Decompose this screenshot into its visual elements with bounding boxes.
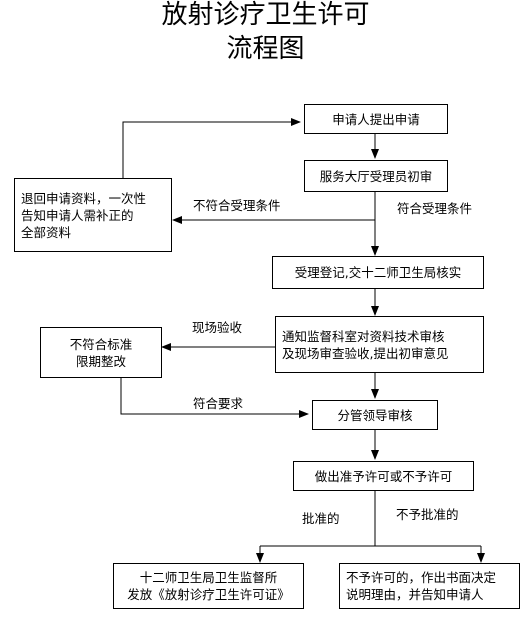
node-register-text: 受理登记,交十二师卫生局核实 [294, 265, 462, 280]
node-rectify-text-2: 限期整改 [75, 353, 126, 369]
node-grant: 十二师卫生局卫生监督所 发放《放射诊疗卫生许可证》 [113, 563, 304, 609]
edge-label-meet: 符合受理条件 [397, 201, 473, 216]
node-deny-text-1: 不予许可的，作出书面决定 [346, 570, 497, 585]
node-notify-text-1: 通知监督科室对资料技术审核 [282, 328, 445, 344]
node-deny-text-2: 说明理由，并告知申请人 [346, 587, 484, 602]
edge-label-onsite: 现场验收 [192, 320, 243, 335]
node-return-text-1: 退回申请资料，一次性 [21, 190, 147, 206]
arrow-return-to-apply [122, 118, 301, 178]
node-rectify-text-1: 不符合标准 [69, 336, 133, 352]
node-return: 退回申请资料，一次性 告知申请人需补正的 全部资料 [14, 178, 172, 252]
edge-label-not-meet: 不符合受理条件 [193, 198, 281, 213]
node-notify-text-2: 及现场审查验收,提出初审意见 [282, 345, 449, 361]
arrow-meet-req [120, 378, 309, 418]
node-decide-text: 做出准予许可或不予许可 [314, 468, 453, 484]
node-return-text-3: 全部资料 [21, 224, 72, 240]
edge-label-meet-req: 符合要求 [193, 396, 244, 411]
title-line-2: 流程图 [226, 34, 305, 64]
node-grant-text-1: 十二师卫生局卫生监督所 [139, 570, 278, 585]
node-deny: 不予许可的，作出书面决定 说明理由，并告知申请人 [339, 563, 520, 609]
node-grant-text-2: 发放《放射诊疗卫生许可证》 [127, 587, 290, 602]
node-register: 受理登记,交十二师卫生局核实 [272, 256, 484, 289]
title-line-1: 放射诊疗卫生许可 [161, 0, 370, 30]
node-notify: 通知监督科室对资料技术审核 及现场审查验收,提出初审意见 [275, 316, 484, 373]
edge-label-not-approved: 不予批准的 [396, 507, 459, 522]
node-hall: 服务大厅受理员初审 [304, 160, 448, 192]
node-apply: 申请人提出申请 [304, 104, 448, 134]
node-hall-text: 服务大厅受理员初审 [319, 168, 433, 184]
node-return-text-2: 告知申请人需补正的 [21, 207, 134, 223]
edge-label-approved: 批准的 [302, 511, 340, 526]
node-leader: 分管领导审核 [312, 400, 438, 430]
node-apply-text: 申请人提出申请 [332, 111, 420, 127]
node-rectify: 不符合标准 限期整改 [40, 327, 162, 378]
node-leader-text: 分管领导审核 [337, 407, 413, 423]
node-decide: 做出准予许可或不予许可 [293, 461, 474, 491]
